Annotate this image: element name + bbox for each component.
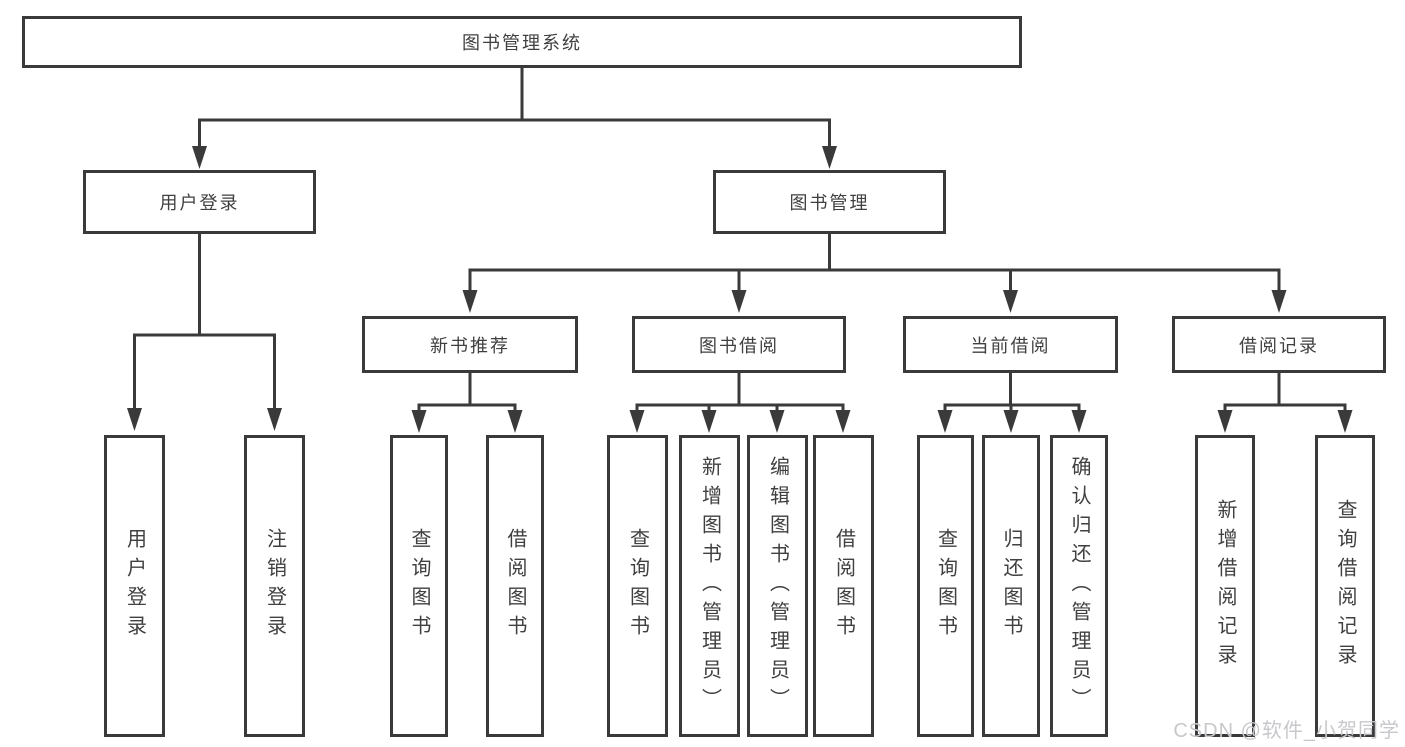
node-user-login: 用户登录 <box>83 170 316 234</box>
leaf-add-books-admin-label: 新增图书（管理员） <box>698 455 721 717</box>
node-new-book-recommend: 新书推荐 <box>362 316 578 373</box>
node-current-borrowing-label: 当前借阅 <box>970 335 1051 356</box>
leaf-confirm-return-admin-label: 确认归还（管理员） <box>1068 455 1090 717</box>
leaf-query-borrow-record-label: 查询借阅记录 <box>1334 499 1356 673</box>
watermark-text: CSDN @软件_小贺同学 <box>1173 720 1400 742</box>
leaf-borrow-books-borrowing-label: 借阅图书 <box>832 528 855 644</box>
node-book-management: 图书管理 <box>713 170 946 234</box>
leaf-user-login-label: 用户登录 <box>123 528 146 644</box>
node-book-borrowing-label: 图书借阅 <box>699 335 779 356</box>
leaf-query-books-borrowing: 查询图书 <box>607 435 668 737</box>
node-root-system-label: 图书管理系统 <box>462 33 582 53</box>
leaf-borrow-books-recommend: 借阅图书 <box>486 435 544 737</box>
node-book-borrowing: 图书借阅 <box>632 316 846 373</box>
arrowheads <box>127 146 1353 433</box>
leaf-user-login: 用户登录 <box>104 435 165 737</box>
leaf-borrow-books-recommend-label: 借阅图书 <box>504 528 526 644</box>
leaf-add-borrow-record-label: 新增借阅记录 <box>1214 499 1236 673</box>
node-user-login-label: 用户登录 <box>159 193 240 213</box>
leaf-add-books-admin: 新增图书（管理员） <box>679 435 740 737</box>
leaf-logout: 注销登录 <box>244 435 305 737</box>
leaf-edit-books-admin: 编辑图书（管理员） <box>747 435 808 737</box>
leaf-borrow-books-borrowing: 借阅图书 <box>813 435 874 737</box>
node-borrowing-records-label: 借阅记录 <box>1239 335 1319 356</box>
leaf-edit-books-admin-label: 编辑图书（管理员） <box>766 455 789 717</box>
node-new-book-recommend-label: 新书推荐 <box>430 335 510 356</box>
leaf-add-borrow-record: 新增借阅记录 <box>1195 435 1255 737</box>
leaf-query-books-recommend: 查询图书 <box>390 435 448 737</box>
leaf-confirm-return-admin: 确认归还（管理员） <box>1050 435 1108 737</box>
node-book-management-label: 图书管理 <box>789 193 870 213</box>
leaf-return-books-label: 归还图书 <box>1000 528 1022 644</box>
leaf-query-borrow-record: 查询借阅记录 <box>1315 435 1375 737</box>
leaf-logout-label: 注销登录 <box>263 528 286 644</box>
node-current-borrowing: 当前借阅 <box>903 316 1118 373</box>
leaf-query-books-recommend-label: 查询图书 <box>408 528 430 644</box>
node-borrowing-records: 借阅记录 <box>1172 316 1386 373</box>
leaf-query-books-current: 查询图书 <box>917 435 974 737</box>
leaf-query-books-current-label: 查询图书 <box>934 528 957 644</box>
leaf-query-books-borrowing-label: 查询图书 <box>626 528 649 644</box>
leaf-return-books: 归还图书 <box>982 435 1040 737</box>
node-root-system: 图书管理系统 <box>22 16 1022 68</box>
